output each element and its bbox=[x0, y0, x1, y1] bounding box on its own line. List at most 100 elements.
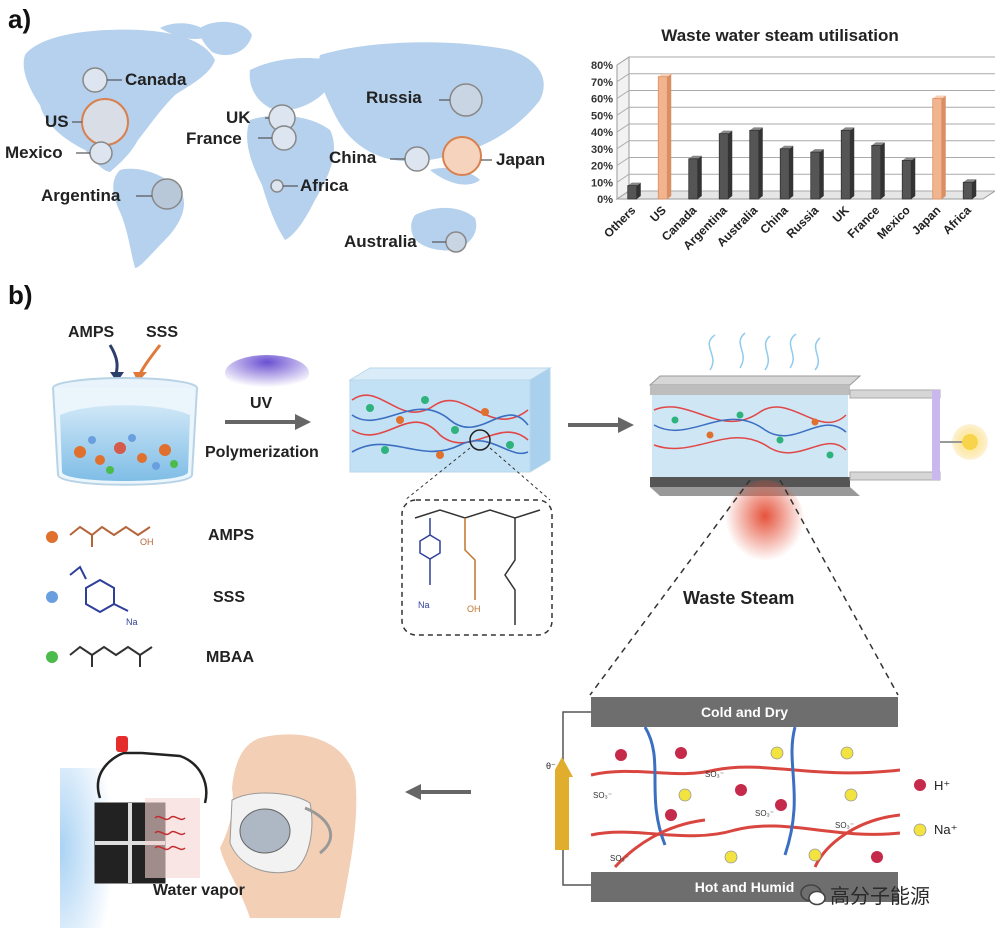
chart-gridline bbox=[616, 140, 630, 150]
polymerization-arrow-icon bbox=[225, 414, 311, 430]
hot-humid-layer: Hot and Humid bbox=[591, 872, 898, 902]
map-label-china: China bbox=[329, 148, 377, 167]
svg-text:OH: OH bbox=[140, 537, 154, 547]
waste-steam-plume-icon bbox=[725, 480, 805, 570]
amps-legend-dot bbox=[46, 531, 58, 543]
na-plus-icon bbox=[913, 823, 927, 837]
world-map bbox=[23, 21, 544, 268]
h-plus-label: H⁺ bbox=[934, 778, 951, 793]
asia-shape bbox=[318, 42, 544, 162]
y-tick-label: 70% bbox=[591, 77, 613, 89]
japan-marker bbox=[442, 136, 482, 176]
na-plus-label: Na⁺ bbox=[934, 822, 958, 837]
greenland-shape bbox=[199, 21, 252, 56]
x-tick-label: UK bbox=[830, 203, 852, 225]
africa-shape bbox=[247, 115, 335, 240]
sss-reagent-label: SSS bbox=[146, 324, 179, 341]
map-label-us: US bbox=[45, 112, 69, 131]
wechat-icon bbox=[800, 884, 826, 906]
h-plus-icon bbox=[914, 779, 926, 791]
russia-marker bbox=[449, 83, 483, 117]
canada-marker bbox=[82, 67, 108, 93]
mexico-marker bbox=[89, 141, 113, 165]
y-tick-label: 30% bbox=[591, 144, 613, 156]
water-vapor-label: Water vapor bbox=[153, 882, 245, 899]
polymer-structure-box bbox=[401, 499, 553, 636]
africa-marker bbox=[270, 179, 284, 193]
france-marker bbox=[271, 125, 297, 151]
theta-label: θ⁻ bbox=[546, 761, 556, 771]
x-tick-label: Africa bbox=[940, 203, 974, 237]
ion-mechanism: SO₃⁻ SO₃⁻ SO₃⁻ SO₃⁻ SO₃⁻ bbox=[555, 711, 900, 886]
map-label-russia: Russia bbox=[366, 88, 422, 107]
x-tick-label: Mexico bbox=[874, 203, 913, 242]
panel-a-label: a) bbox=[8, 4, 32, 34]
so3-label: SO₃⁻ bbox=[755, 809, 774, 818]
reagent-structures: OH Na bbox=[46, 525, 154, 667]
map-label-africa: Africa bbox=[300, 176, 349, 195]
hydrogel-block: Na OH bbox=[348, 367, 553, 636]
panel-b-label: b) bbox=[8, 280, 33, 310]
bar-canada bbox=[688, 155, 702, 200]
uv-lamp-glow bbox=[225, 355, 309, 391]
us-marker bbox=[81, 98, 129, 146]
to-mask-arrow-icon bbox=[405, 784, 471, 800]
chart-gridline bbox=[616, 56, 630, 66]
sss-legend-dot bbox=[46, 591, 58, 603]
svg-text:OH: OH bbox=[467, 604, 481, 614]
vapor-wave-icon bbox=[154, 815, 186, 851]
watermark-text: 高分子能源 bbox=[830, 886, 930, 908]
chart-title: Waste water steam utilisation bbox=[661, 26, 898, 45]
chart-gridline bbox=[616, 157, 630, 166]
amps-arrow-icon bbox=[108, 344, 119, 375]
cold-vapor-icon bbox=[708, 332, 821, 371]
map-label-france: France bbox=[186, 129, 242, 148]
chart-gridline bbox=[616, 173, 630, 183]
bar-uk bbox=[840, 127, 855, 200]
map-label-argentina: Argentina bbox=[41, 186, 121, 205]
europe-shape bbox=[249, 58, 335, 110]
chart-gridline bbox=[616, 73, 630, 83]
zoom-circle bbox=[469, 429, 491, 451]
y-tick-label: 80% bbox=[591, 60, 613, 72]
legend-label-sss: SSS bbox=[213, 589, 246, 606]
bar-china bbox=[779, 145, 794, 200]
bar-australia bbox=[749, 127, 763, 200]
to-device-arrow-icon bbox=[568, 417, 634, 433]
bar-chart: Waste water steam utilisation 0%10%20%30… bbox=[591, 26, 995, 253]
map-label-uk: UK bbox=[226, 108, 251, 127]
bar-russia bbox=[810, 149, 824, 200]
y-tick-label: 0% bbox=[597, 194, 613, 206]
bar-us bbox=[657, 73, 672, 200]
map-label-mexico: Mexico bbox=[5, 143, 63, 162]
ion-legend-icons bbox=[913, 779, 927, 837]
cold-dry-layer: Cold and Dry bbox=[591, 697, 898, 727]
so3-label: SO₃⁻ bbox=[705, 770, 724, 779]
legend-label-mbaa: MBAA bbox=[206, 649, 254, 666]
polymerization-label: Polymerization bbox=[205, 444, 319, 461]
amps-reagent-label: AMPS bbox=[68, 324, 115, 341]
chart-gridline bbox=[616, 106, 630, 116]
y-tick-label: 20% bbox=[591, 161, 613, 173]
mbaa-legend-dot bbox=[46, 651, 58, 663]
so3-label: SO₃⁻ bbox=[593, 791, 612, 800]
map-label-japan: Japan bbox=[496, 150, 546, 169]
x-tick-label: Others bbox=[601, 203, 638, 240]
bar-others bbox=[627, 182, 641, 200]
chart-gridline bbox=[616, 190, 630, 200]
bar-africa bbox=[962, 179, 977, 200]
chart-gridline bbox=[616, 123, 630, 133]
y-tick-label: 40% bbox=[591, 127, 613, 139]
uv-label: UV bbox=[250, 395, 273, 412]
so3-label: SO₃⁻ bbox=[835, 821, 854, 830]
australia-marker bbox=[445, 231, 467, 253]
bar-france bbox=[871, 142, 885, 200]
generator-device bbox=[648, 332, 988, 496]
bar-japan bbox=[932, 95, 946, 200]
legend-label-amps: AMPS bbox=[208, 527, 255, 544]
north-america-shape bbox=[23, 29, 215, 172]
x-tick-label: Japan bbox=[909, 203, 943, 237]
x-tick-label: US bbox=[647, 203, 669, 225]
svg-text:Na: Na bbox=[126, 617, 138, 627]
svg-text:Na: Na bbox=[418, 600, 430, 610]
